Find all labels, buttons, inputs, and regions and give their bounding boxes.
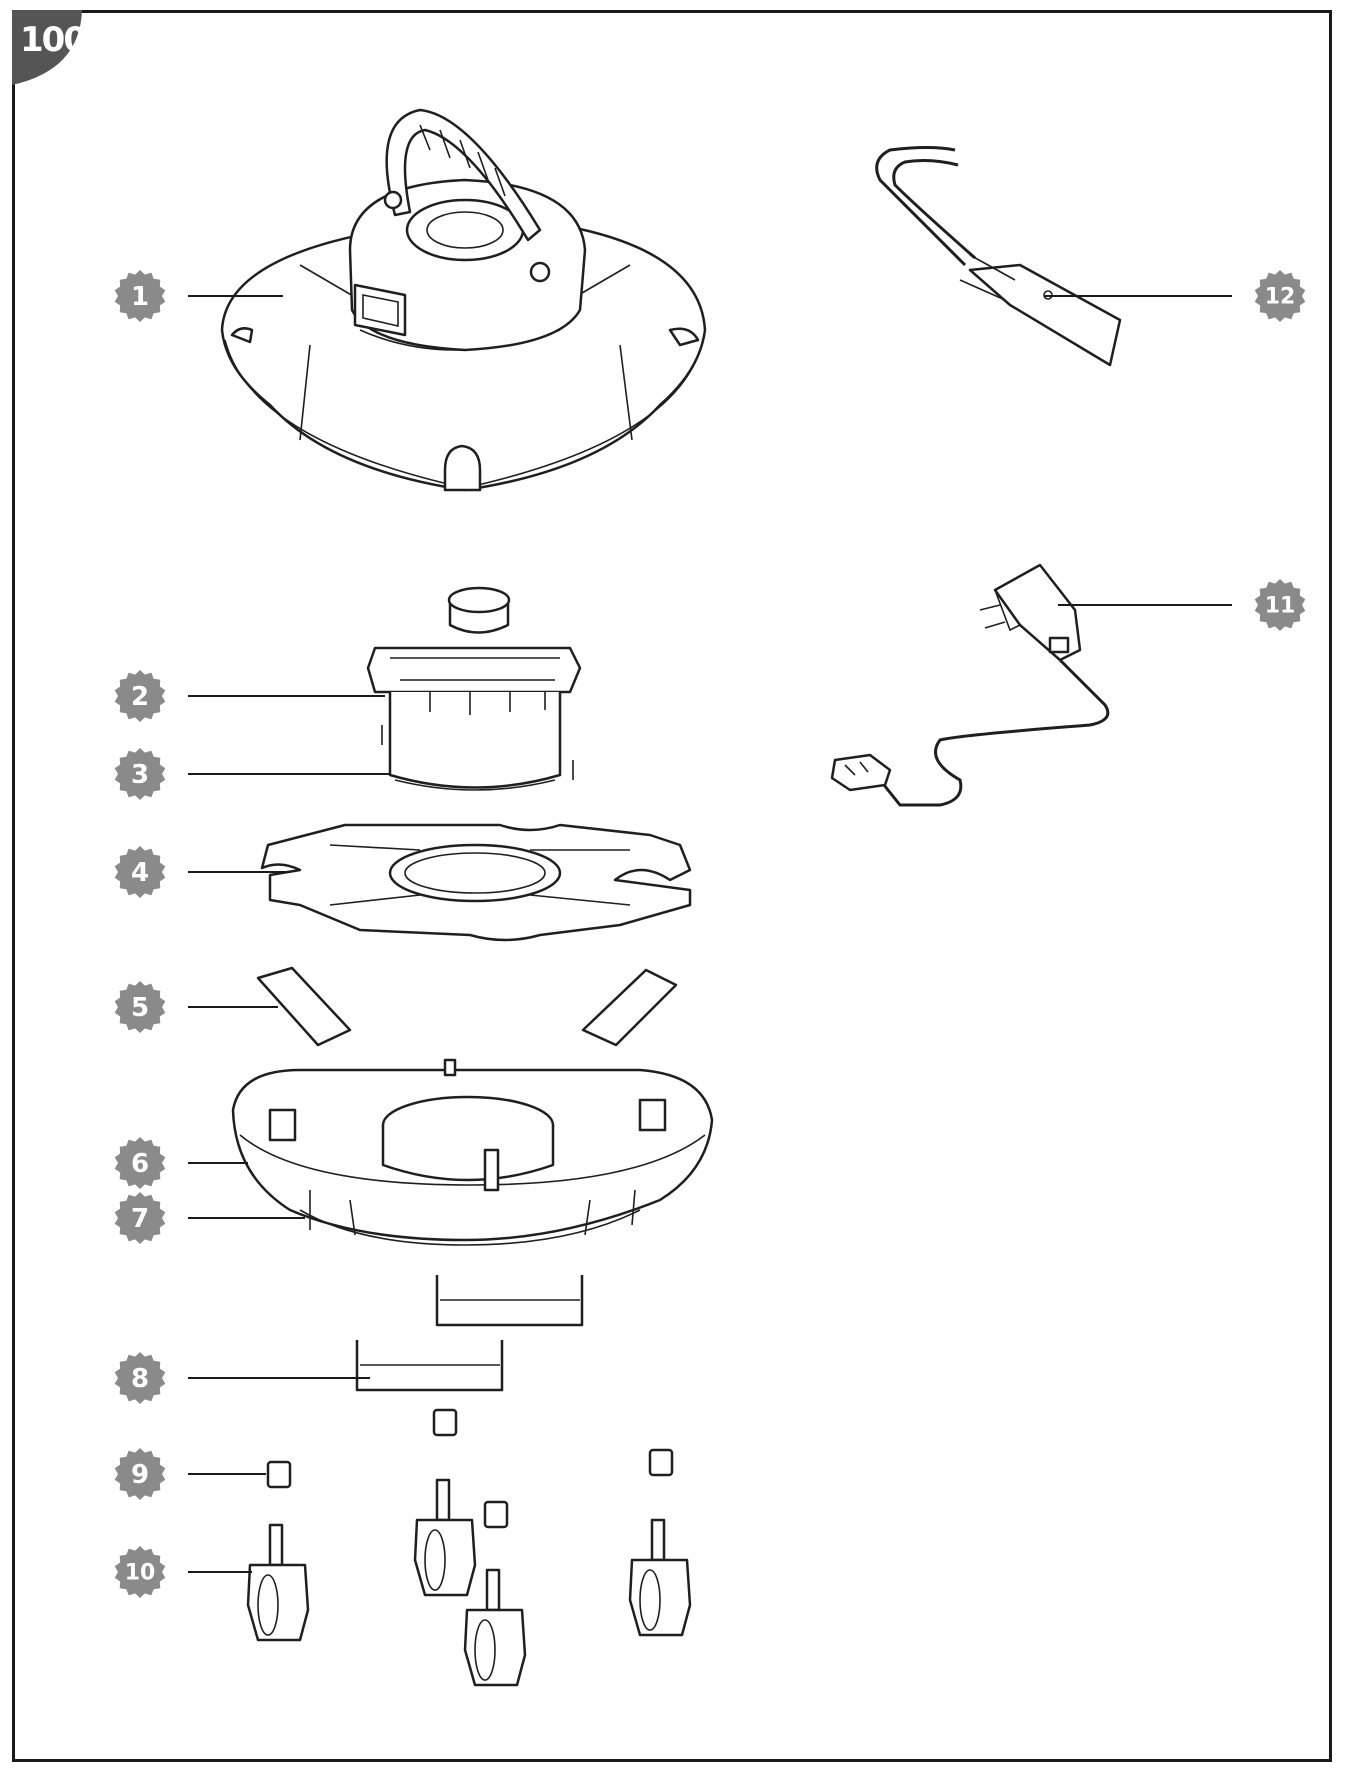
badge-label: 5	[131, 993, 149, 1023]
callout-badge-9: 9	[114, 1448, 166, 1500]
badge-shape	[114, 1137, 166, 1189]
badge-label: 9	[131, 1460, 149, 1490]
part-brushes	[355, 1275, 584, 1392]
badge-shape	[1254, 270, 1306, 322]
callout-badge-4: 4	[114, 846, 166, 898]
badge-shape	[114, 1192, 166, 1244]
badge-label: 8	[131, 1364, 149, 1394]
badge-label: 4	[131, 858, 149, 888]
part-wheels	[246, 1478, 692, 1687]
part-mounting-plate	[260, 823, 692, 942]
page-number: 100	[20, 20, 87, 60]
badge-label: 11	[1265, 594, 1296, 619]
badge-label: 2	[131, 682, 149, 712]
badge-shape	[114, 1448, 166, 1500]
badge-shape	[114, 270, 166, 322]
badge-shape	[1254, 579, 1306, 631]
part-base-body	[231, 1058, 714, 1246]
badge-label: 6	[131, 1149, 149, 1179]
callout-badge-5: 5	[114, 981, 166, 1033]
callout-badge-11: 11	[1254, 579, 1306, 631]
callout-badge-6: 6	[114, 1137, 166, 1189]
badge-shape	[114, 846, 166, 898]
badge-shape	[114, 748, 166, 800]
badge-shape	[114, 981, 166, 1033]
callout-badge-10: 10	[114, 1546, 166, 1598]
badge-shape	[114, 670, 166, 722]
badge-shape	[114, 1546, 166, 1598]
badge-label: 7	[131, 1204, 149, 1234]
callout-badge-1: 1	[114, 270, 166, 322]
callout-badge-7: 7	[114, 1192, 166, 1244]
callout-badge-12: 12	[1254, 270, 1306, 322]
badge-label: 3	[131, 760, 149, 790]
part-charger	[830, 563, 1110, 807]
part-bushings	[266, 1408, 674, 1529]
callout-badge-8: 8	[114, 1352, 166, 1404]
part-batteries	[256, 966, 678, 1047]
part-top-cover	[220, 108, 707, 492]
callout-badge-2: 2	[114, 670, 166, 722]
badge-label: 10	[125, 1561, 156, 1586]
callout-badge-3: 3	[114, 748, 166, 800]
part-hook-tool	[875, 146, 1122, 367]
page-corner-tab	[12, 10, 82, 85]
part-motor-head	[366, 586, 582, 791]
leader-lines	[188, 295, 1232, 1573]
badge-label: 12	[1265, 285, 1296, 310]
badge-label: 1	[131, 282, 149, 312]
badge-shape	[114, 1352, 166, 1404]
